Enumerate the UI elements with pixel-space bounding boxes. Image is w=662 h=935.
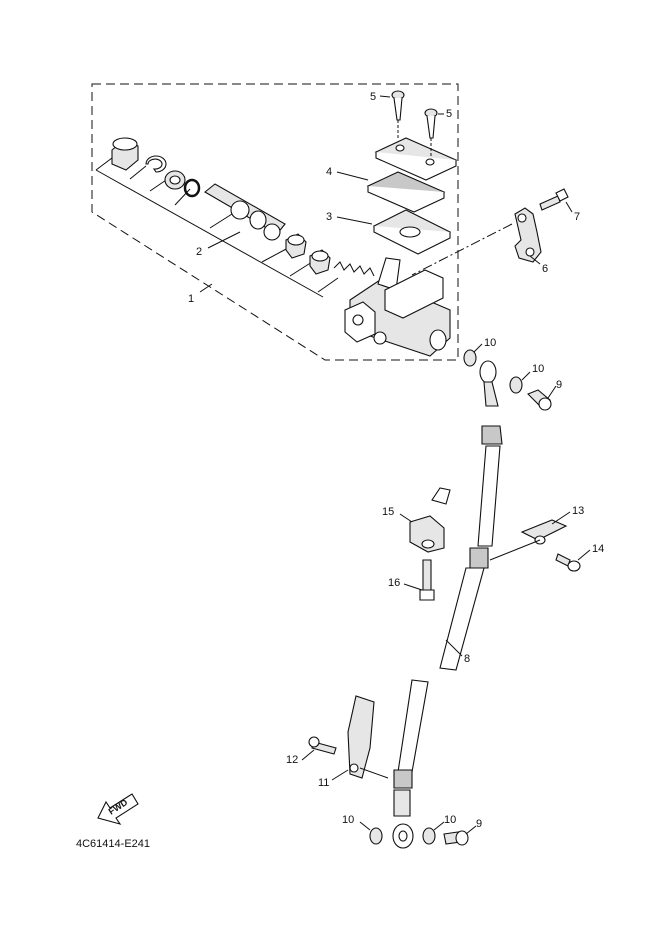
label-part-9a: 9 <box>556 379 562 391</box>
brake-hose <box>392 360 503 849</box>
label-part-6: 6 <box>542 263 548 275</box>
washer-10c <box>369 827 383 845</box>
bolt-14 <box>555 553 581 572</box>
label-part-3: 3 <box>326 211 332 223</box>
master-cylinder-body <box>344 257 451 357</box>
washer-10d <box>422 827 436 845</box>
fwd-arrow-icon: FWD <box>97 793 139 825</box>
label-part-16: 16 <box>388 577 400 589</box>
diaphragm-plate <box>366 171 446 213</box>
diaphragm <box>372 209 452 255</box>
label-part-10b: 10 <box>532 363 544 375</box>
label-part-13: 13 <box>572 505 584 517</box>
washer-10b <box>509 376 523 394</box>
piston-kit <box>111 137 375 277</box>
union-bolt-9a <box>527 389 552 411</box>
bolt-7 <box>539 188 569 211</box>
holder-11 <box>347 695 389 779</box>
bolt-16 <box>419 559 435 601</box>
bracket-13 <box>489 519 568 561</box>
label-part-11: 11 <box>318 777 329 789</box>
label-part-4: 4 <box>326 166 332 178</box>
label-part-15: 15 <box>382 506 394 518</box>
label-part-10c: 10 <box>342 814 354 826</box>
diagram-code: 4C61414-E241 <box>76 838 150 850</box>
label-leaders <box>199 95 591 835</box>
reservoir-cover <box>374 137 458 181</box>
label-part-14: 14 <box>592 543 604 555</box>
label-part-7: 7 <box>574 211 580 223</box>
screw-5a <box>391 90 405 138</box>
union-bolt-9b <box>443 830 469 846</box>
holder-6 <box>514 207 542 263</box>
piston-kit-leader-lines <box>95 157 339 298</box>
bolt-12 <box>308 736 337 755</box>
label-part-5a: 5 <box>370 91 376 103</box>
washer-10a <box>463 349 477 367</box>
label-part-10d: 10 <box>444 814 456 826</box>
label-part-12: 12 <box>286 754 298 766</box>
screw-5b <box>424 108 438 158</box>
label-part-2: 2 <box>196 246 202 258</box>
clamp-15 <box>409 487 451 553</box>
label-part-10a: 10 <box>484 337 496 349</box>
label-part-9b: 9 <box>476 818 482 830</box>
assembly-boundary <box>91 83 459 361</box>
label-part-8: 8 <box>464 653 470 665</box>
holder-alignment-line <box>411 223 513 276</box>
label-part-1: 1 <box>188 293 194 305</box>
label-part-5b: 5 <box>446 108 452 120</box>
